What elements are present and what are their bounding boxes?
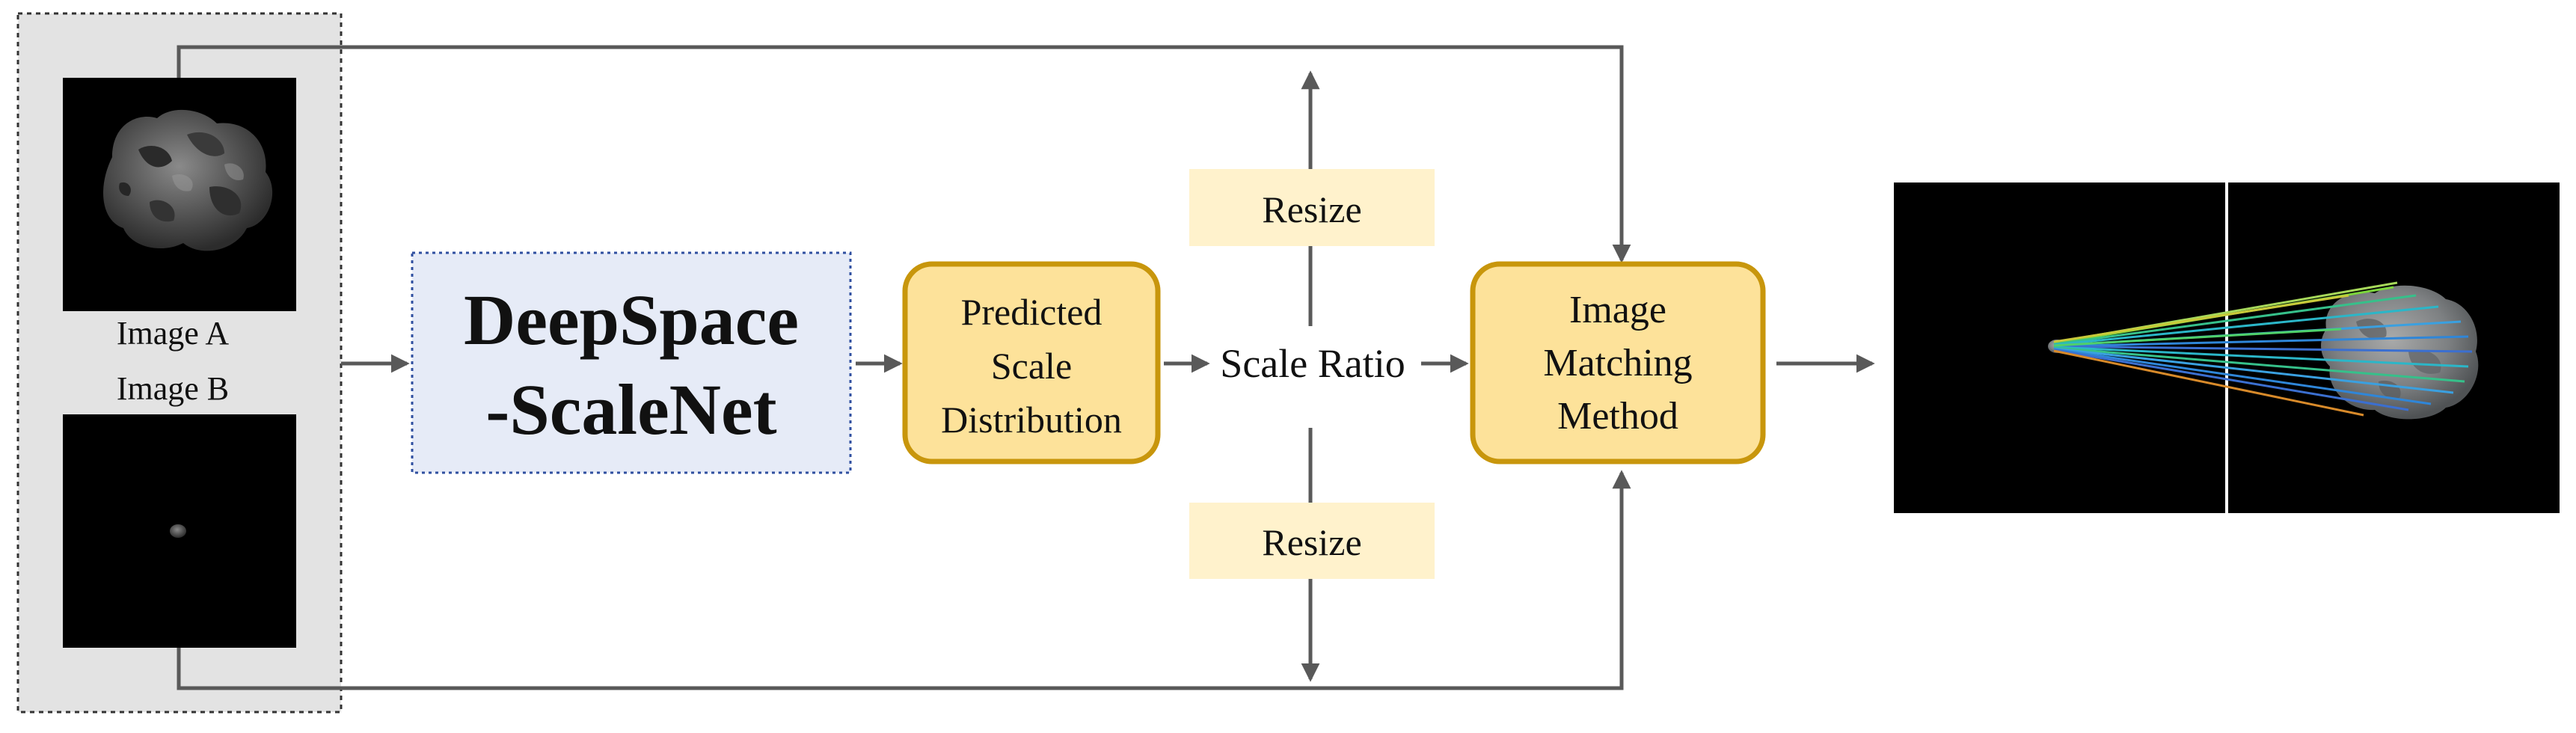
resize-bottom-label: Resize: [1262, 521, 1361, 563]
image-a-label: Image A: [117, 315, 230, 352]
image-b-to-matching-arrow: [177, 470, 1631, 690]
image-a: [63, 78, 296, 311]
matching-line2: Matching: [1543, 342, 1692, 384]
image-b: [63, 414, 296, 648]
result-asteroid-large: [2321, 285, 2479, 420]
prediction-line3: Distribution: [941, 399, 1122, 441]
predicted-scale-distribution-box: Predicted Scale Distribution: [902, 261, 1161, 464]
resize-top-label: Resize: [1262, 188, 1361, 230]
match-lines: [2053, 281, 2473, 417]
image-a-to-matching-arrow: [177, 45, 1631, 263]
prediction-line2: Scale: [991, 345, 1072, 387]
asteroid-image-a: [103, 109, 273, 251]
matching-line3: Method: [1557, 395, 1678, 438]
image-b-label: Image B: [117, 370, 229, 407]
image-matching-method-box: Image Matching Method: [1470, 261, 1766, 464]
resize-bottom-box: Resize: [1189, 503, 1435, 579]
resize-top-box: Resize: [1189, 169, 1435, 246]
scale-ratio-label: Scale Ratio: [1220, 341, 1405, 386]
matching-line1: Image: [1569, 289, 1666, 331]
result-image: [1894, 183, 2560, 513]
asteroid-image-b: [170, 524, 186, 538]
deepspace-scalenet-box: DeepSpace -ScaleNet: [411, 251, 852, 474]
network-title-line1: DeepSpace: [464, 280, 799, 360]
prediction-line1: Predicted: [961, 291, 1103, 333]
network-title-line2: -ScaleNet: [485, 369, 776, 450]
